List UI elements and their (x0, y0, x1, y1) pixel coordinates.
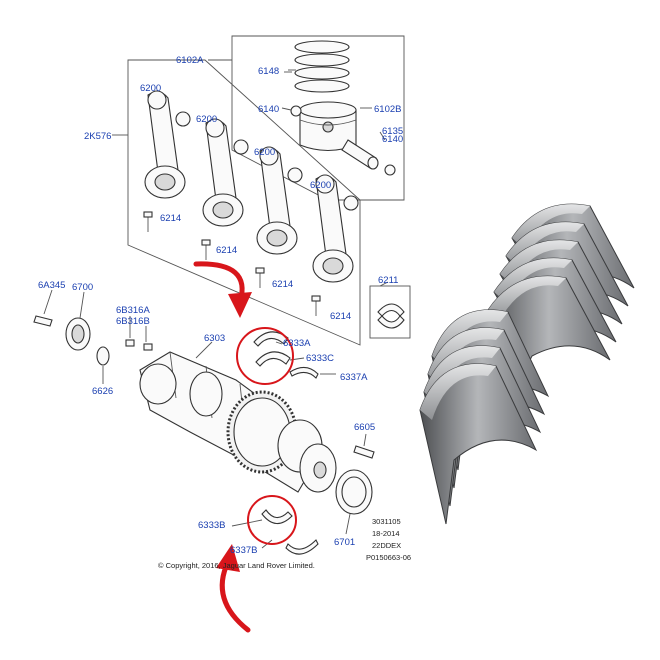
label-6626: 6626 (92, 386, 113, 397)
label-6b316b: 6B316B (116, 316, 150, 327)
rear-seal (335, 469, 373, 515)
ref-line: 3031105 (372, 517, 401, 526)
dowel (353, 445, 375, 459)
label-6303: 6303 (204, 333, 225, 344)
reference-block: 3031105 18-2014 22DDEX P0150663-06 (366, 517, 411, 562)
bolt (33, 315, 53, 327)
label-6a345: 6A345 (38, 280, 65, 291)
label-6701: 6701 (334, 537, 355, 548)
connecting-rod (201, 118, 249, 260)
label-6337a: 6337A (340, 372, 368, 383)
label-6333c: 6333C (306, 353, 334, 364)
piston (299, 101, 357, 152)
label-6214-3: 6214 (272, 279, 293, 290)
label-6333b: 6333B (198, 520, 225, 531)
key (125, 339, 135, 347)
thrust-washer (289, 366, 319, 379)
label-6102a: 6102A (176, 55, 204, 66)
label-6605: 6605 (354, 422, 375, 433)
connecting-rod (255, 146, 303, 288)
connecting-rod-panel (112, 59, 361, 346)
label-6148: 6148 (258, 66, 279, 77)
upper-main-bearing-shells (253, 331, 291, 367)
bearing-stack-front (419, 309, 550, 525)
label-6214-1: 6214 (160, 213, 181, 224)
label-6200-3: 6200 (254, 147, 275, 158)
leader-lines (43, 281, 389, 549)
crankshaft-assembly (33, 315, 375, 555)
circlip (290, 105, 302, 117)
connecting-rod (311, 174, 359, 316)
label-6214-2: 6214 (216, 245, 237, 256)
label-6140: 6140 (258, 104, 279, 115)
ref-line: 18-2014 (372, 529, 400, 538)
label-2k576: 2K576 (84, 131, 111, 142)
ref-line: 22DDEX (372, 541, 401, 550)
label-6200-1: 6200 (140, 83, 161, 94)
piston-rings (288, 40, 350, 93)
front-seal (65, 317, 91, 351)
seal-ring (96, 346, 110, 366)
lower-main-bearing-shells (261, 509, 293, 525)
label-6102b: 6102B (374, 104, 401, 115)
rod-bearing-inset (369, 285, 411, 339)
label-6200-4: 6200 (310, 180, 331, 191)
label-6333a: 6333A (283, 338, 311, 349)
copyright-note: © Copyright, 2016, Jaguar Land Rover Lim… (158, 561, 315, 570)
key (143, 343, 153, 351)
part-labels: 6102A 6148 6140 6102B 6135 6140 6140 620… (38, 55, 403, 556)
red-arrow-up (216, 544, 251, 633)
label-6214-4: 6214 (330, 311, 351, 322)
label-6337b: 6337B (230, 545, 257, 556)
label-6700: 6700 (72, 282, 93, 293)
piston-group (208, 35, 405, 201)
label-6200-2: 6200 (196, 114, 217, 125)
connecting-rod (143, 90, 191, 232)
label-6135: 6135 (382, 126, 403, 137)
gudgeon-pin (341, 139, 379, 170)
highlight-circle-lower (247, 495, 297, 545)
circlip-right (384, 164, 396, 176)
label-6211: 6211 (378, 275, 398, 286)
bearing-shells-photo (419, 203, 635, 525)
thrust-washer-lower (285, 539, 319, 555)
label-6b316a: 6B316A (116, 305, 150, 316)
ref-line: P0150663-06 (366, 553, 411, 562)
red-arrow-down (193, 261, 252, 318)
label-6140b: 6140 (382, 134, 403, 145)
highlight-circle-upper (236, 327, 294, 385)
